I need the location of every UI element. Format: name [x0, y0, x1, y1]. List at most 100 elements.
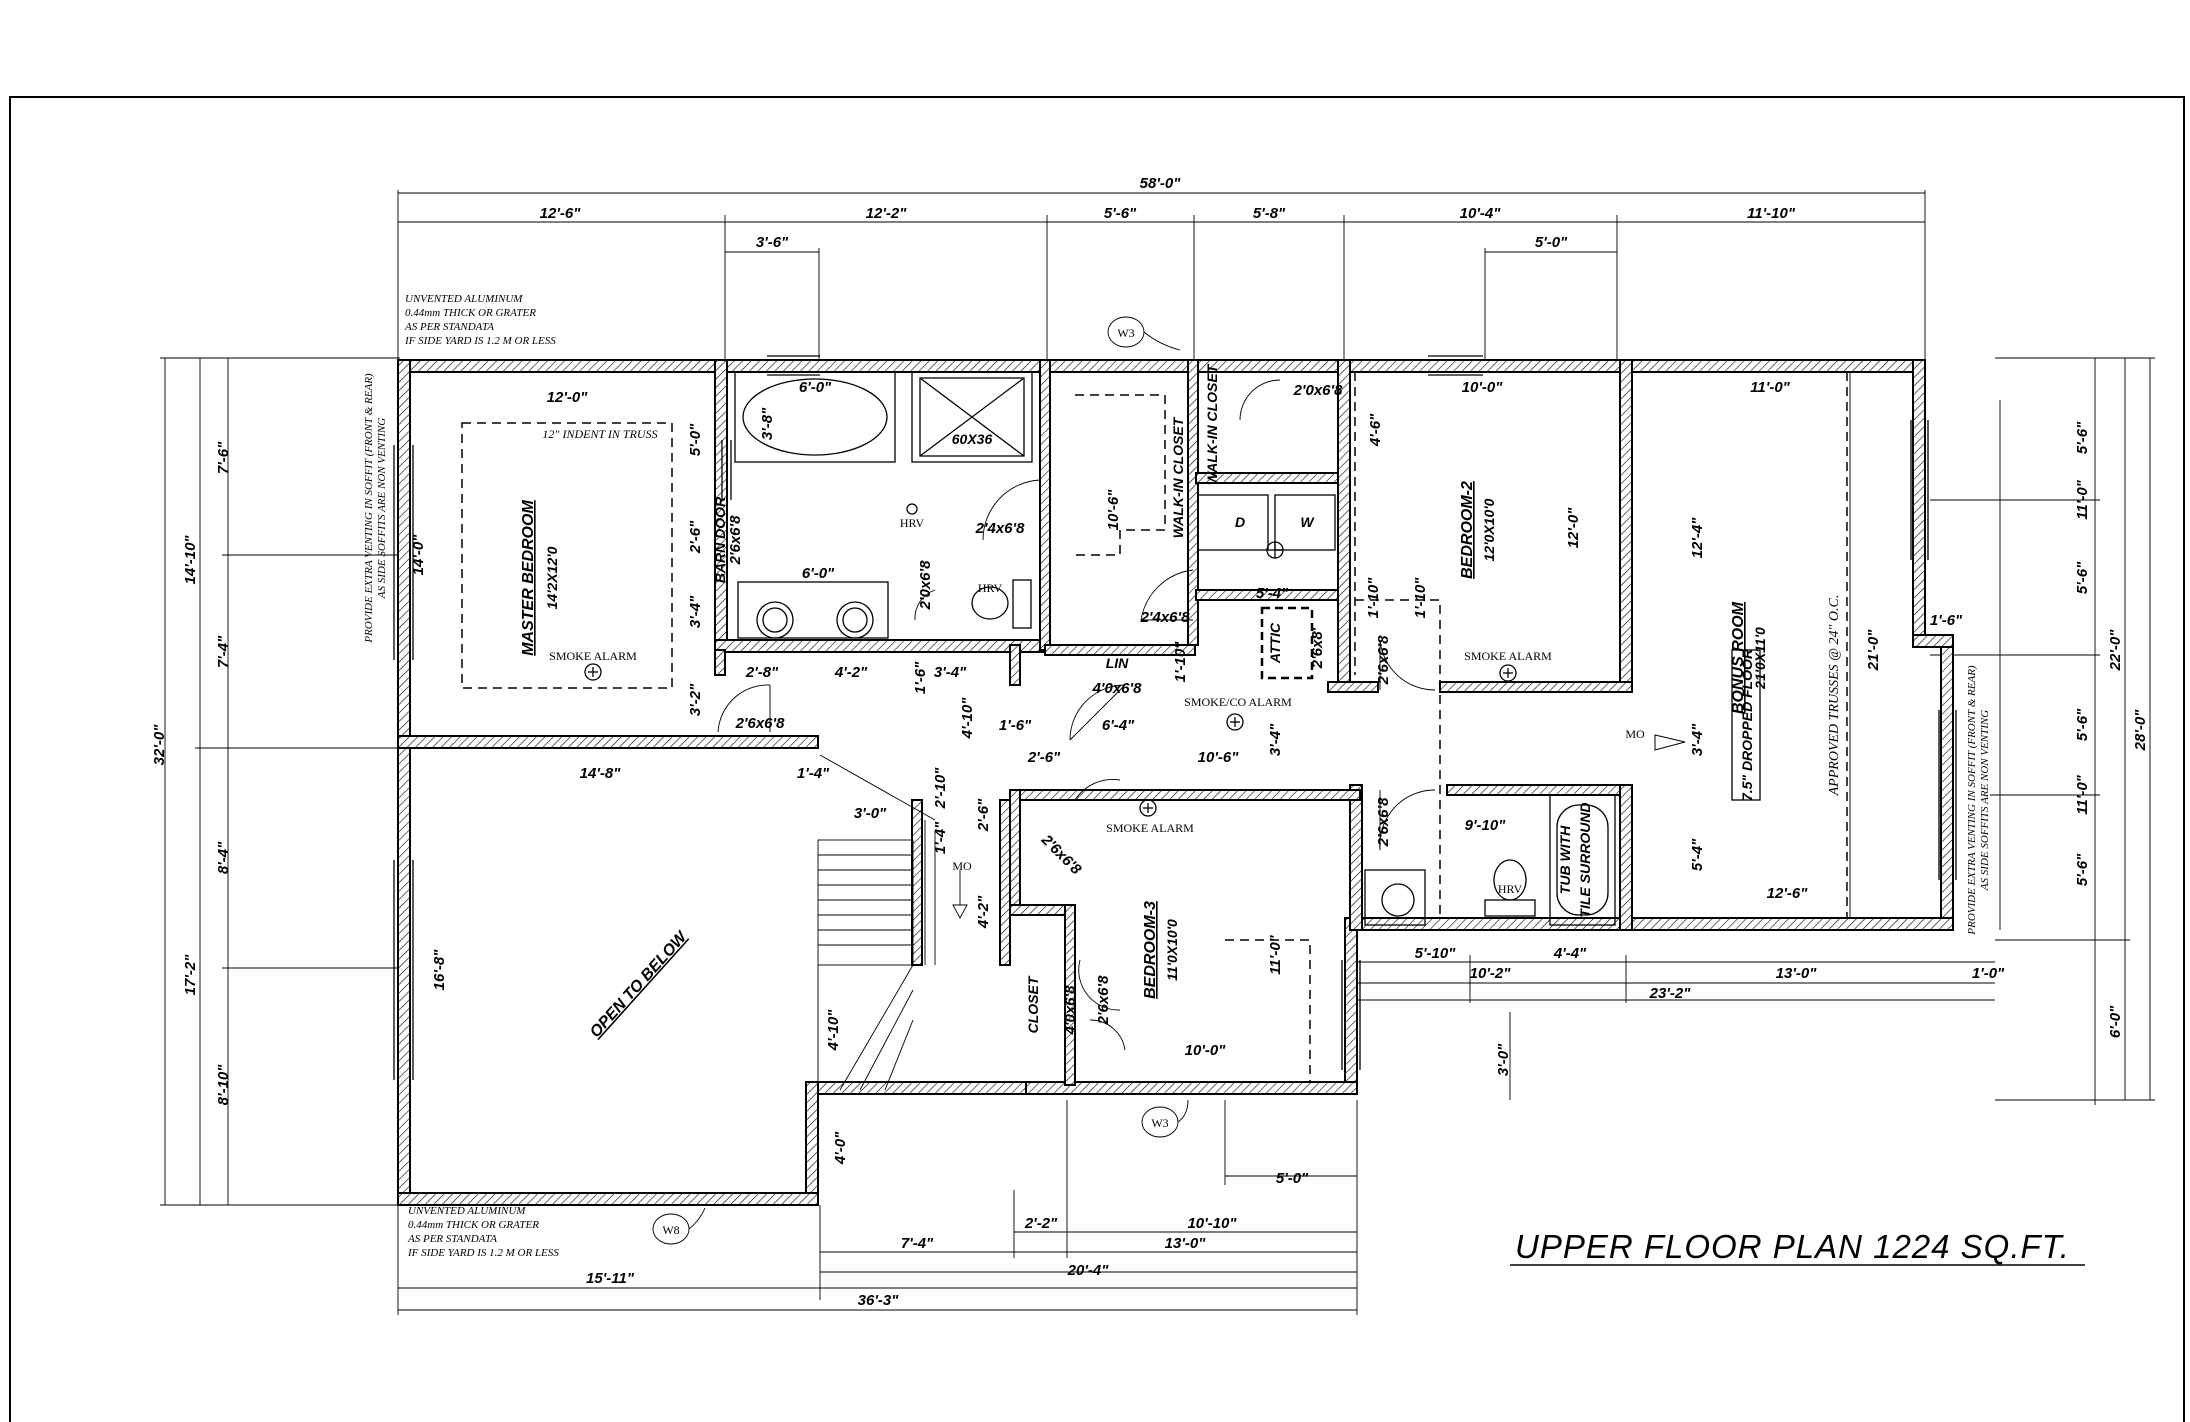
closet-label: CLOSET — [1025, 975, 1041, 1033]
dim: 3'-4" — [934, 664, 967, 681]
soffit-note-right: PROVIDE EXTRA VENTING IN SOFFIT (FRONT &… — [1966, 665, 1991, 936]
dim: 2'-2" — [1024, 1215, 1058, 1232]
note-line: PROVIDE EXTRA VENTING IN SOFFIT (FRONT &… — [1966, 665, 1978, 936]
top-dimension-lines — [397, 190, 1926, 360]
dropped-floor-box — [1731, 649, 1761, 801]
note-line: UNVENTED ALUMINUM — [408, 1205, 526, 1217]
dashed-lines — [461, 372, 1851, 1082]
note-line: AS SIDE SOFFITS ARE NON VENTING — [376, 418, 388, 599]
dim: 7'-4" — [215, 635, 232, 668]
door-swings — [717, 379, 1436, 1051]
dim: 7'-4" — [901, 1235, 934, 1252]
dim: 6'-0" — [799, 379, 832, 396]
dim: 8'-4" — [215, 841, 232, 874]
left-dimension-lines — [160, 357, 400, 1206]
vertical-dimensions: 14'-10" 7'-6" 7'-4" 32'-0" 17'-2" 8'-4" … — [151, 407, 2149, 1165]
dim: 1'-0" — [1972, 965, 2005, 982]
door-label: 2'6x8' — [1309, 627, 1326, 669]
dim: 7'-6" — [215, 441, 232, 474]
walls — [397, 359, 1954, 1206]
dim: 2'-8" — [745, 664, 779, 681]
barn-door-label: BARN DOOR — [712, 496, 728, 583]
bonus-room-label: BONUS ROOM — [1730, 601, 1747, 714]
dim: 2'-6" — [1027, 749, 1061, 766]
dim: 1'-6" — [1930, 612, 1963, 629]
dim: 12'-0" — [547, 389, 589, 406]
door-label: 2'0x6'8 — [1293, 382, 1344, 399]
dim: 17'-2" — [182, 954, 199, 996]
dim: 4'-10" — [825, 1009, 842, 1052]
dim: 4'-2" — [834, 664, 868, 681]
tub-label: TUB WITH — [1557, 825, 1573, 894]
dim: 9'-10" — [1465, 817, 1507, 834]
dim: 3'-2" — [687, 683, 704, 716]
dim: 4'-10" — [959, 697, 976, 740]
dim: 5'-0" — [1276, 1170, 1309, 1187]
dim: 1'-6" — [912, 661, 929, 694]
window-tag-w3: W3 — [1117, 326, 1134, 340]
dim: 3'-0" — [1495, 1043, 1512, 1076]
barn-door-size: 2'6x6'8 — [727, 515, 744, 566]
dim: 1'-10" — [1412, 577, 1429, 619]
smoke-alarm-label-2: SMOKE ALARM — [1106, 821, 1194, 835]
windows — [393, 355, 1957, 1080]
dim: 5'-6" — [2074, 708, 2091, 741]
dim: 5'-6" — [1104, 205, 1137, 222]
door-label: 2'6x6'8 — [1375, 797, 1392, 848]
master-bedroom-label: MASTER BEDROOM — [520, 500, 537, 656]
door-label: 2'6x6'8 — [735, 715, 786, 732]
bedroom3-size: 11'0X10'0 — [1164, 919, 1180, 981]
soffit-note-left: PROVIDE EXTRA VENTING IN SOFFIT (FRONT &… — [363, 373, 388, 644]
hrv-label-3: HRV — [1498, 882, 1523, 896]
door-label: 2'6x6'8 — [1095, 975, 1112, 1026]
hrv-label: HRV — [900, 516, 925, 530]
note-line: PROVIDE EXTRA VENTING IN SOFFIT (FRONT &… — [363, 373, 375, 644]
dim: 13'-0" — [1776, 965, 1818, 982]
fixtures — [734, 371, 1616, 926]
door-label: 4'0x6'8 — [1062, 985, 1079, 1036]
sheet-border — [9, 96, 2185, 1422]
dim: 11'-0" — [1267, 934, 1284, 974]
dim: 1'-4" — [932, 821, 949, 854]
mo-label-2: MO — [952, 859, 972, 873]
dim: 3'-4" — [687, 595, 704, 628]
shower-label: 60X36 — [952, 431, 993, 447]
right-dimension-lines — [1930, 357, 2155, 1105]
dim: 5'-6" — [2074, 853, 2091, 886]
dim: 4'-6" — [1367, 413, 1384, 447]
note-line: AS PER STANDATA — [407, 1233, 497, 1245]
smoke-alarm-icons — [584, 503, 1517, 817]
dim: 11'-0" — [1750, 379, 1790, 396]
dim: 14'-10" — [182, 535, 199, 585]
dim: 5'-4" — [1256, 585, 1289, 602]
dim: 13'-0" — [1165, 1235, 1207, 1252]
dim: 1'-6" — [999, 717, 1032, 734]
dim: 21'-0" — [1865, 629, 1882, 672]
note-line: 0.44mm THICK OR GRATER — [405, 307, 536, 319]
dim: 2'-6" — [975, 798, 992, 832]
dim: 12'-2" — [866, 205, 908, 222]
dim: 1'-10" — [1172, 641, 1189, 683]
window-tags — [652, 316, 1189, 1245]
dim: 4'-4" — [1553, 945, 1587, 962]
dim: 1'-4" — [797, 765, 830, 782]
dim: 10'-10" — [1187, 1215, 1237, 1232]
note-line: IF SIDE YARD IS 1.2 M OR LESS — [407, 1247, 559, 1259]
dim: 3'-8" — [759, 407, 776, 440]
dim: 12'-4" — [1689, 517, 1706, 559]
dim: 2'-10" — [932, 767, 949, 810]
dim: 5'-4" — [1689, 838, 1706, 871]
dim: 3'-0" — [854, 805, 887, 822]
dim: 5'-10" — [1415, 945, 1457, 962]
note-line: AS SIDE SOFFITS ARE NON VENTING — [1979, 710, 1991, 891]
walk-in-closet-label-2: WALK-IN CLOSET — [1204, 363, 1220, 485]
dim: 10'-6" — [1198, 749, 1240, 766]
dim: 5'-8" — [1253, 205, 1286, 222]
dryer-label: D — [1235, 514, 1245, 530]
dim: 12'-6" — [540, 205, 582, 222]
dim: 23'-2" — [1649, 985, 1692, 1002]
dim: 3'-4" — [1267, 723, 1284, 756]
door-label: 4'0x6'8 — [1092, 680, 1143, 697]
smoke-alarm-label: SMOKE ALARM — [549, 649, 637, 663]
dim: 10'-6" — [1105, 489, 1122, 531]
